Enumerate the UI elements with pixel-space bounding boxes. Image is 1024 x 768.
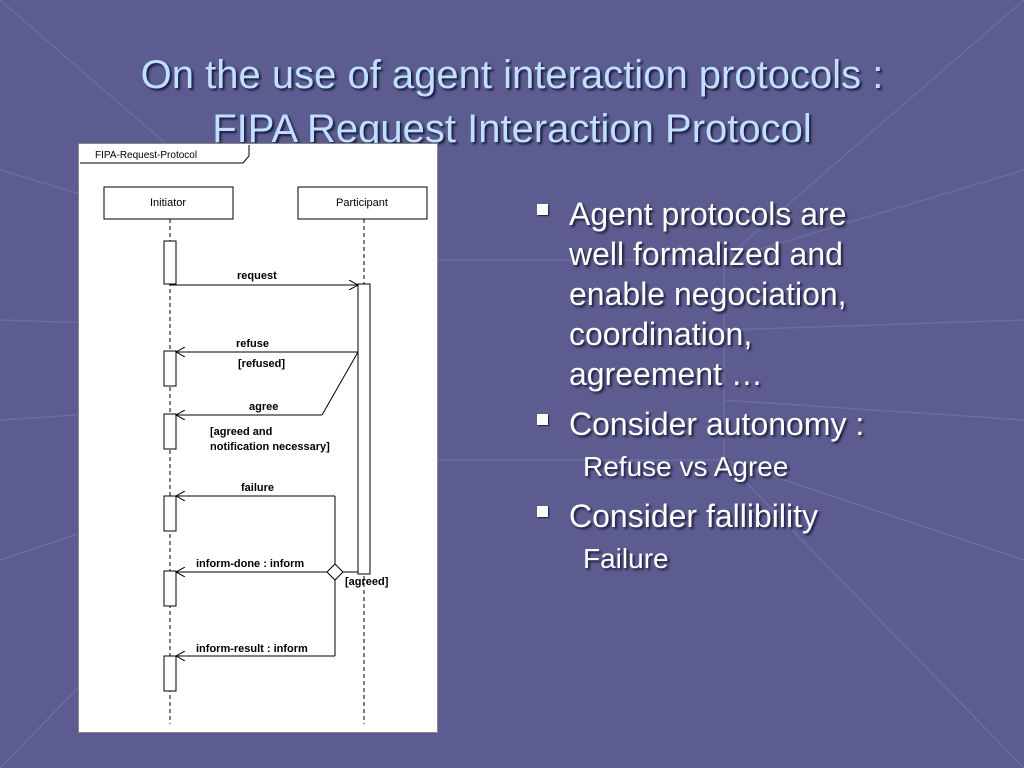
bullet-2-subitem: Refuse vs Agree bbox=[583, 451, 789, 482]
lifeline-initiator-label: Initiator bbox=[150, 197, 186, 209]
frame-tab bbox=[80, 145, 250, 164]
bullet-1-line-4: coordination, bbox=[569, 316, 753, 352]
sequence-diagram-svg: FIPA-Request-Protocol Initiator Particip… bbox=[80, 145, 428, 724]
frame-label: FIPA-Request-Protocol bbox=[95, 150, 197, 161]
activation-participant bbox=[357, 283, 371, 575]
square-bullet-icon bbox=[537, 204, 548, 215]
activation-initiator-3 bbox=[163, 413, 177, 450]
activation-initiator-6 bbox=[163, 655, 177, 692]
guard-agreed-final: [agreed] bbox=[345, 576, 389, 588]
msg-refuse-label: refuse bbox=[236, 338, 269, 350]
lifeline-participant-box bbox=[297, 186, 428, 220]
title-line-1: On the use of agent interaction protocol… bbox=[140, 53, 884, 97]
sequence-diagram: FIPA-Request-Protocol Initiator Particip… bbox=[78, 143, 438, 733]
bullet-item-3: Consider fallibility bbox=[535, 496, 1005, 536]
bullet-list: Agent protocols are well formalized and … bbox=[535, 194, 1005, 588]
guard-agreed-line1: [agreed and bbox=[210, 426, 272, 438]
square-bullet-icon bbox=[537, 414, 548, 425]
guard-agreed-line2: notification necessary] bbox=[210, 441, 330, 453]
bullet-1-line-3: enable negociation, bbox=[569, 276, 847, 312]
bullet-3-subitem: Failure bbox=[583, 543, 669, 574]
msg-request-label: request bbox=[237, 270, 277, 282]
decision-diamond bbox=[326, 563, 344, 581]
slide-title: On the use of agent interaction protocol… bbox=[0, 48, 1024, 156]
msg-inform-done-label: inform-done : inform bbox=[196, 558, 304, 570]
bullet-item-2: Consider autonomy : bbox=[535, 404, 1005, 444]
lifeline-participant-label: Participant bbox=[336, 197, 388, 209]
activation-initiator-5 bbox=[163, 570, 177, 607]
msg-inform-result-label: inform-result : inform bbox=[196, 643, 308, 655]
square-bullet-icon bbox=[537, 506, 548, 517]
activation-initiator-2 bbox=[163, 350, 177, 387]
lifeline-initiator-box bbox=[103, 186, 234, 220]
msg-failure-label: failure bbox=[241, 482, 274, 494]
bullet-1-line-2: well formalized and bbox=[569, 236, 843, 272]
msg-agree-label: agree bbox=[249, 401, 278, 413]
activation-initiator-4 bbox=[163, 495, 177, 532]
bullet-1-line-1: Agent protocols are bbox=[569, 196, 847, 232]
bullet-item-1: Agent protocols are well formalized and … bbox=[535, 194, 1005, 394]
bullet-1-line-5: agreement … bbox=[569, 356, 763, 392]
branch-line bbox=[321, 351, 359, 416]
guard-refused: [refused] bbox=[238, 358, 285, 370]
activation-initiator-1 bbox=[163, 240, 177, 285]
bullet-2-line-1: Consider autonomy : bbox=[569, 406, 865, 442]
bullet-3-line-1: Consider fallibility bbox=[569, 498, 818, 534]
